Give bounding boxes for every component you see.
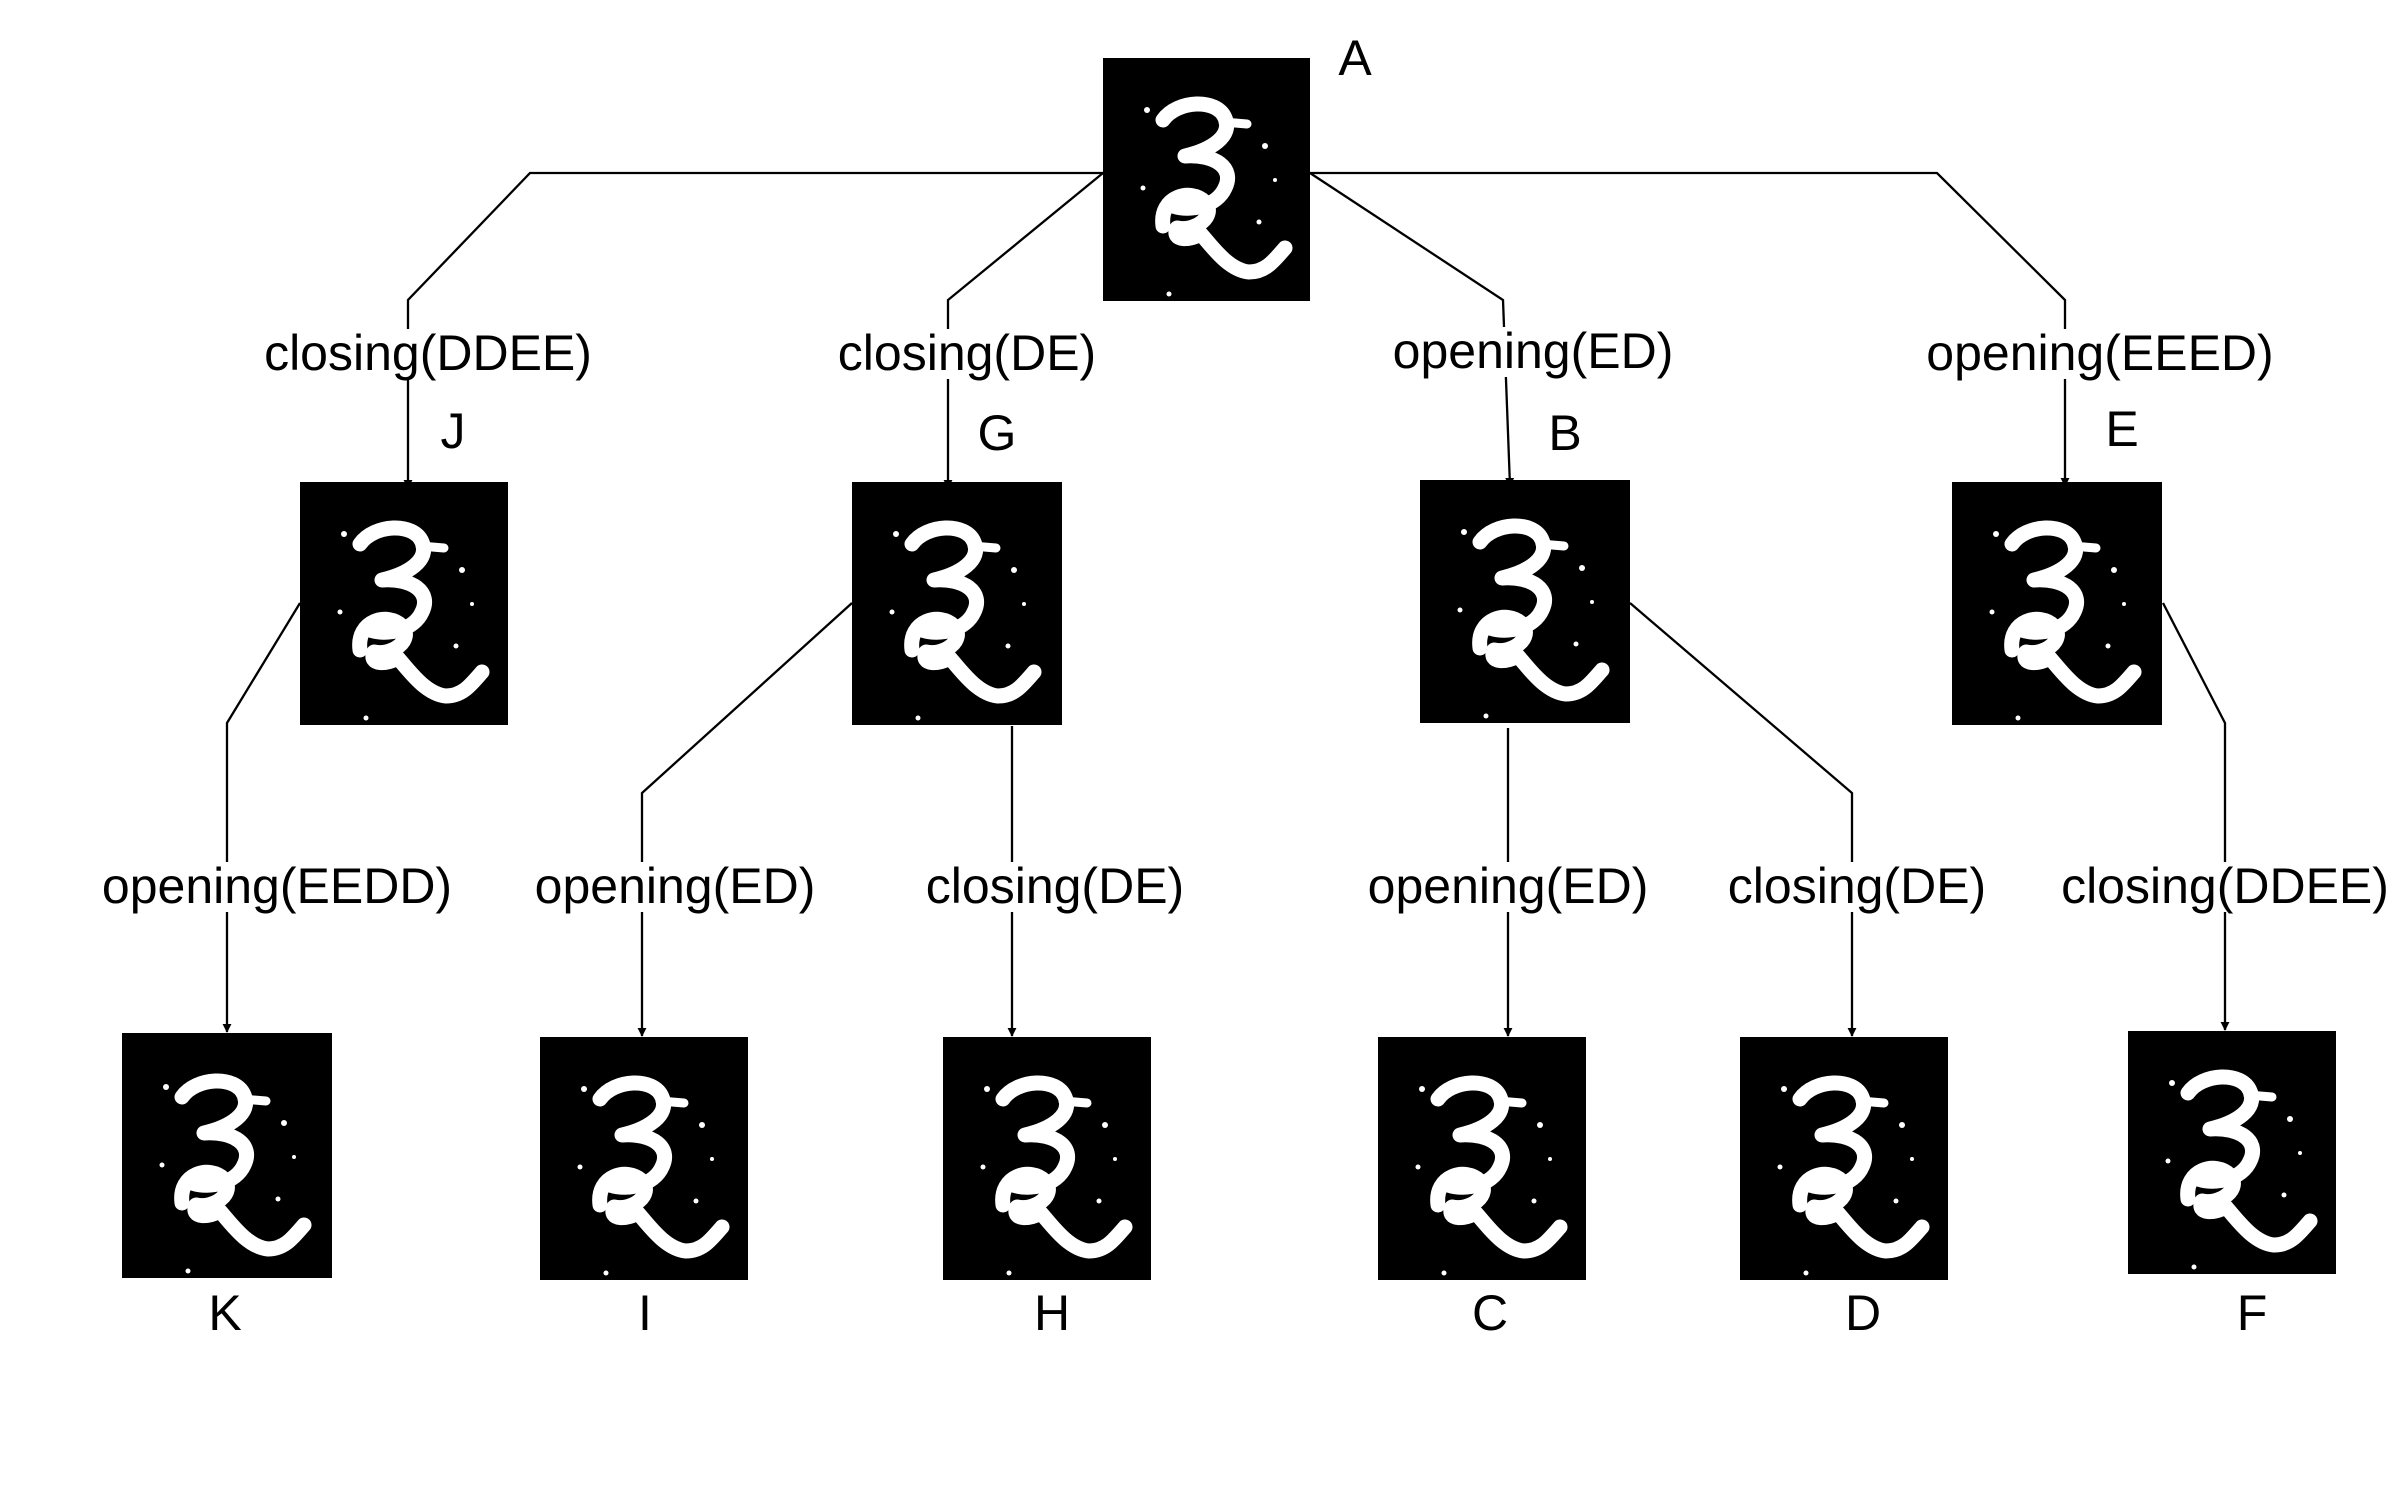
node-image-d [1740, 1037, 1948, 1280]
edge-g-i [637, 602, 853, 1037]
edge-label-e-f: closing(DDEE) [2061, 858, 2389, 914]
edge-label-g-i: opening(ED) [535, 858, 816, 914]
operation-label-background [1363, 862, 1653, 912]
edge-label-a-e: opening(EEED) [1926, 325, 2273, 381]
edge-a-b [1309, 172, 1515, 487]
node-letters: A J G B E K I H C D F [208, 30, 2267, 1341]
node-image-j [300, 482, 508, 725]
node-label-b: B [1548, 405, 1581, 461]
edge-b-d [1629, 602, 1857, 1037]
operation-label-background [1922, 329, 2278, 379]
edge-j-k [222, 602, 301, 1033]
node-image-e [1952, 482, 2162, 725]
node-image-f [2128, 1031, 2336, 1274]
edge-a-e [1310, 171, 2070, 487]
node-label-e: E [2105, 401, 2138, 457]
operation-labels: closing(DDEE) closing(DE) opening(ED) op… [102, 323, 2389, 914]
edge-label-a-g: closing(DE) [838, 325, 1096, 381]
node-image-g [852, 482, 1062, 725]
operation-label-background [1723, 862, 1991, 912]
node-label-c: C [1472, 1285, 1508, 1341]
operation-label-background [921, 862, 1189, 912]
edge-e-f [2161, 602, 2230, 1031]
operation-label-background [530, 862, 820, 912]
node-image-i [540, 1037, 748, 1280]
node-image-k [122, 1033, 332, 1278]
node-image-c [1378, 1037, 1586, 1280]
node-label-f: F [2237, 1285, 2268, 1341]
edge-label-b-d: closing(DE) [1728, 858, 1986, 914]
operation-label-background [97, 862, 457, 912]
edge-label-b-c: opening(ED) [1368, 858, 1649, 914]
node-label-k: K [208, 1285, 241, 1341]
edge-a-g [943, 172, 1104, 489]
node-image-h [943, 1037, 1151, 1280]
node-image-b [1420, 480, 1630, 723]
edge-a-j [403, 171, 1103, 489]
operation-label-background [2057, 862, 2393, 912]
operation-label-backgrounds [97, 327, 2393, 912]
operation-label-background [833, 329, 1101, 379]
node-image-a [1103, 58, 1310, 301]
nodes-layer [122, 58, 2336, 1280]
node-label-g: G [978, 405, 1017, 461]
edge-label-a-b: opening(ED) [1393, 323, 1674, 379]
node-label-h: H [1034, 1285, 1070, 1341]
edges-layer [222, 171, 2230, 1037]
operation-label-background [1388, 327, 1678, 377]
edge-label-g-h: closing(DE) [926, 858, 1184, 914]
node-label-d: D [1845, 1285, 1881, 1341]
node-label-a: A [1338, 30, 1372, 86]
node-label-i: I [638, 1285, 652, 1341]
operation-label-background [260, 329, 596, 379]
node-label-j: J [441, 403, 466, 459]
edge-label-j-k: opening(EEDD) [102, 858, 452, 914]
edge-label-a-j: closing(DDEE) [264, 325, 592, 381]
